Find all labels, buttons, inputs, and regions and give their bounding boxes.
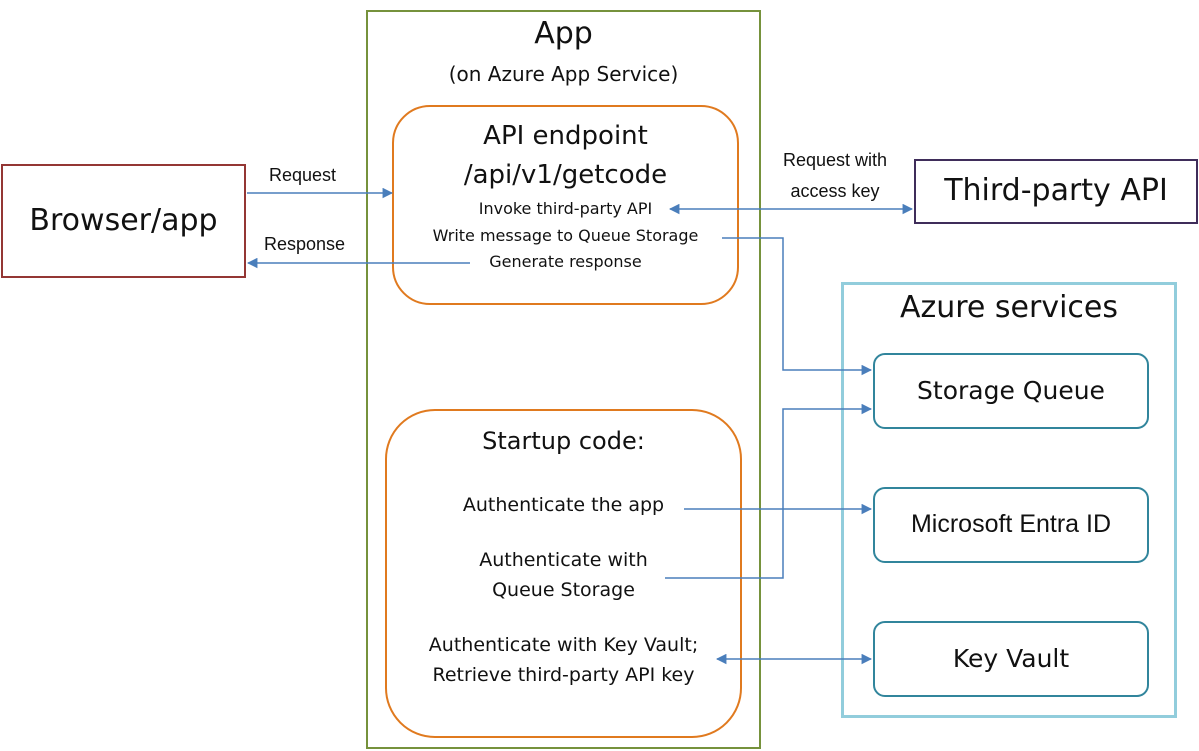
entra-id-label: Microsoft Entra ID [910, 510, 1112, 538]
startup-auth-queue-line2: Queue Storage [492, 579, 635, 601]
startup-auth-app: Authenticate the app [462, 494, 665, 516]
step-generate-response: Generate response [489, 252, 642, 271]
app-subtitle: (on Azure App Service) [448, 62, 679, 86]
app-title: App [534, 16, 593, 51]
queue-auth-arrow [665, 403, 873, 579]
request-with-key-label-line1: Request with [782, 150, 888, 170]
response-label: Response [264, 234, 346, 254]
request-with-key-label-line2: access key [790, 181, 880, 201]
browser-app-label: Browser/app [29, 203, 218, 238]
startup-auth-keyvault-line1: Authenticate with Key Vault; [428, 634, 699, 656]
browser-app-box [1, 164, 246, 278]
startup-auth-queue-line1: Authenticate with [479, 549, 648, 571]
step-invoke-third-party: Invoke third-party API [478, 199, 653, 218]
third-party-api-box [914, 159, 1198, 224]
request-label: Request [269, 165, 337, 185]
storage-queue-label: Storage Queue [917, 376, 1105, 405]
startup-auth-keyvault-line2: Retrieve third-party API key [432, 664, 695, 686]
third-party-api-label: Third-party API [944, 173, 1168, 208]
startup-code-box [385, 409, 742, 738]
api-endpoint-path: /api/v1/getcode [463, 160, 668, 190]
startup-code-title: Startup code: [482, 427, 645, 455]
storage-queue-box [873, 353, 1149, 429]
api-endpoint-title: API endpoint [483, 121, 648, 151]
entra-id-box [873, 487, 1149, 563]
key-vault-box [873, 621, 1149, 697]
key-vault-label: Key Vault [952, 644, 1070, 673]
step-write-queue-message: Write message to Queue Storage [432, 226, 699, 245]
write-queue-arrow [722, 237, 873, 376]
azure-services-title: Azure services [899, 290, 1119, 325]
